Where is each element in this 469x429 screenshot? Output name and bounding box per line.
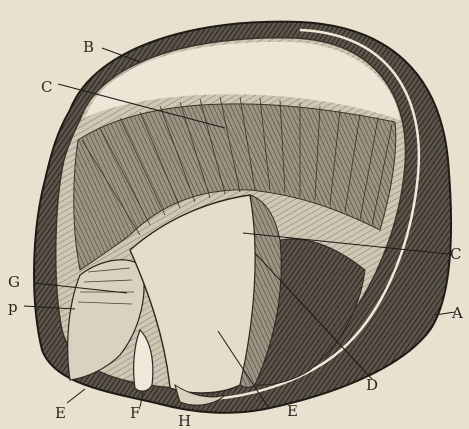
label-c-right: C — [450, 245, 461, 263]
label-b: B — [83, 38, 94, 56]
label-f: F — [130, 404, 140, 422]
label-c: C — [41, 78, 52, 96]
label-a: A — [451, 304, 463, 322]
label-g: G — [8, 273, 20, 291]
label-d: D — [366, 376, 378, 394]
label-e-right: E — [287, 402, 298, 420]
label-e-left: E — [55, 404, 66, 422]
label-p: p — [8, 298, 18, 316]
label-h: H — [178, 412, 191, 429]
